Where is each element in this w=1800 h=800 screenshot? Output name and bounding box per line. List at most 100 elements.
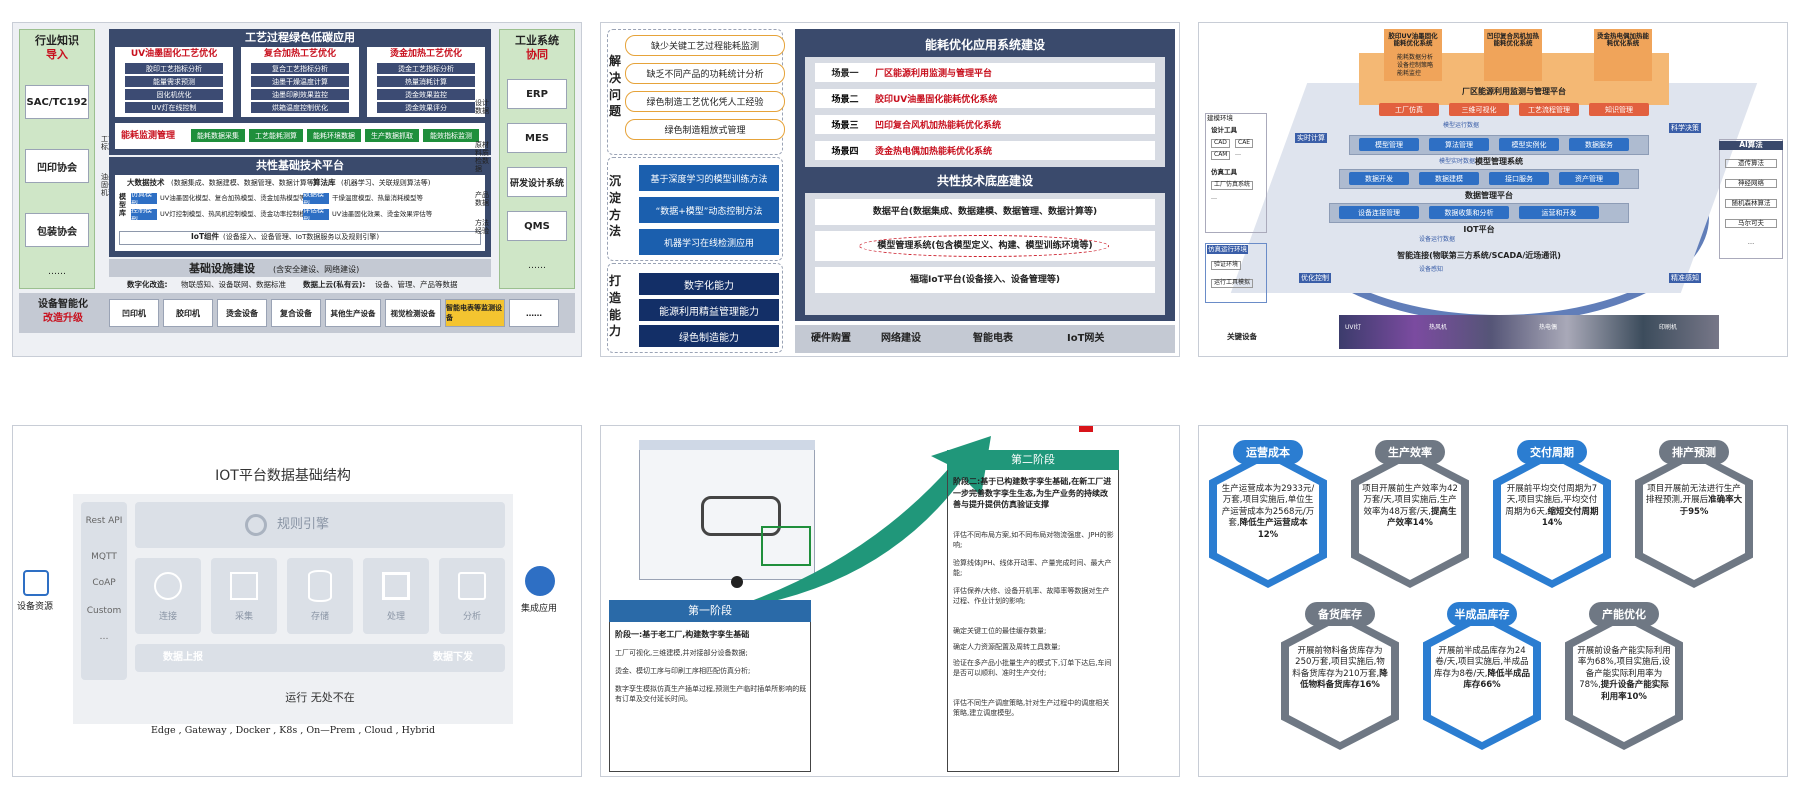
algo-desc: (机器学习、关联规则算法等) [341, 179, 431, 187]
algo-label: 算法库 [313, 178, 336, 187]
device-resource-icon [23, 570, 49, 596]
data-platform: 数据平台(数据集成、数据建模、数据管理、数据计算等) [815, 199, 1155, 225]
scene-row: 场景二胶印UV油墨固化能耗优化系统 [815, 89, 1155, 108]
model-desc: UV灯控制模型、热风机控制模型、烫金功率控制模型等 [160, 210, 319, 218]
infra-label: 基础设施建设 [189, 262, 255, 275]
top-sub: 能耗数据分析 [1397, 54, 1434, 61]
device-resource-label: 设备资源 [17, 602, 54, 612]
capability-item: 绿色制造能力 [639, 325, 779, 347]
iot-item: 数据收集和分析 [1429, 206, 1509, 219]
side-label-right: 设计数据 [475, 99, 489, 116]
model-tag: 数据模型 [303, 190, 329, 208]
hex-highlight: 准确率大于95% [1679, 495, 1743, 517]
data-item: 接口服务 [1489, 172, 1549, 185]
hex-desc: 开展前设备产能实际利用率为68%,项目实施后,设备产能实际利用率为78%, [1577, 646, 1671, 691]
device-title: 设备智能化 [38, 299, 88, 310]
sim-item: … [1211, 194, 1217, 201]
hex-highlight: 降低物料备货库存16% [1300, 668, 1388, 691]
device-name: 热风机 [1429, 324, 1448, 331]
hex-desc: 项目开展前生产效率为42万套/天,项目实施后,生产效率为48万套/天, [1362, 484, 1458, 517]
hex-inner [1359, 458, 1461, 580]
sim-item: 工厂仿真系统 [1211, 181, 1254, 190]
capability-item: 数字化能力 [639, 273, 779, 295]
cloud-desc: 设备、管理、产品等数据 [375, 280, 458, 289]
panel-solution: 解决问题 沉淀方法 打造能力 缺少关键工艺过程能耗监测 缺乏不同产品的功耗统计分… [600, 22, 1180, 357]
hex-inner [1643, 458, 1745, 580]
hex-text: 项目开展前生产效率为42万套/天,项目实施后,生产效率为48万套/天,提高生产效… [1361, 484, 1459, 530]
hardware-item: 智能电表 [973, 333, 1013, 344]
integration-label: 集成应用 [521, 604, 558, 614]
app-title: 能耗优化应用系统建设 [924, 38, 1045, 52]
model-item: 数据服务 [1569, 138, 1629, 151]
ops-item: 验证环境 [1211, 261, 1242, 270]
iot-item: 运营和开发 [1519, 206, 1599, 219]
iot-label: IoT组件 [191, 232, 220, 241]
col2-title: 复合加热工艺优化 [263, 49, 336, 59]
arrow-label: 精准感知 [1669, 273, 1701, 284]
device-name: 热电偶 [1539, 324, 1558, 331]
chart-icon [458, 572, 486, 600]
scene-key: 场景四 [831, 147, 859, 157]
top-sub: 设备控制策略 [1397, 62, 1434, 69]
method-item: “数据+模型”动态控制方法 [639, 197, 779, 223]
hardware-item: 网络建设 [881, 333, 921, 344]
infra-bar [109, 259, 491, 277]
energy-item: 工艺能耗测算 [249, 129, 303, 142]
digital-desc: 物联感知、设备联网、数据标准 [181, 280, 286, 289]
protocol: … [99, 632, 109, 642]
col2-item: 油墨干燥温度计算 [251, 76, 349, 87]
hex-title: 产能优化 [1589, 602, 1659, 626]
run-everywhere: 运行 无处不在 [285, 691, 355, 704]
hex-desc: 开展前平均交付周期为7天,项目实施后,平均交付周期为6天, [1505, 484, 1598, 517]
data-item: 数据开发 [1349, 172, 1409, 185]
right-title: 工业系统 [515, 34, 559, 47]
right-column [499, 29, 575, 289]
plant-title: 厂区能源利用监测与管理平台 [1462, 87, 1566, 96]
upload-label: 数据上报 [163, 652, 203, 663]
model-item: 模型实例化 [1499, 138, 1559, 151]
device-item: 复合设备 [271, 299, 321, 327]
iot-structure-title: IOT平台数据基础结构 [215, 468, 351, 484]
plant-item: 知识管理 [1589, 103, 1649, 116]
right-item: 研发设计系统 [507, 167, 567, 197]
runner-icon [731, 576, 743, 588]
device-subtitle: 改造升级 [43, 313, 83, 324]
iot-item: 设备连接管理 [1339, 206, 1419, 219]
hex-desc: 项目开展前无法进行生产排程预测,开展后 [1645, 484, 1741, 506]
col3-title: 烫金加热工艺优化 [389, 49, 462, 59]
hex-text: 开展前平均交付周期为7天,项目实施后,平均交付周期为6天,缩短交付周期14% [1503, 484, 1601, 530]
col2-item: 油墨印刷效果监控 [251, 89, 349, 100]
model-tag: 仿真模型 [131, 190, 157, 208]
result-hex: 产能优化开展前设备产能实际利用率为68%,项目实施后,设备产能实际利用率为78%… [1565, 602, 1683, 762]
hex-highlight: 降低半成品库存66% [1463, 668, 1530, 691]
common-title: 共性基础技术平台 [256, 159, 344, 172]
arrow-label: 实时计算 [1295, 133, 1327, 144]
model-desc: 干燥温度模型、热量消耗模型等 [332, 194, 423, 202]
energy-item: 生产数据抓取 [365, 129, 419, 142]
problem-item: 缺少关键工艺过程能耗监测 [625, 35, 785, 56]
flag-icon [1079, 426, 1093, 432]
energy-item: 能效指标监测 [423, 129, 479, 142]
model-lib: 模型库 [119, 193, 126, 218]
scene-key: 场景二 [831, 95, 859, 105]
ai-item: 神经网络 [1725, 179, 1777, 189]
energy-label: 能耗监测管理 [121, 131, 176, 141]
hardware-item: IoT网关 [1067, 333, 1105, 344]
stage2-item: 评估不同生产调度策略,针对生产过程中的调度相关策略,建立调度模型。 [953, 699, 1110, 718]
problem-item: 缺乏不同产品的功耗统计分析 [625, 63, 785, 84]
chip-icon [382, 572, 410, 600]
stage2-item: 评估保养/大修、设备开机率、故障率等数据对生产过程、作业计划的影响; [953, 587, 1110, 606]
model-desc: UV油墨固化模型、复合加热模型、烫金加热模型等 [160, 194, 306, 202]
device-item: …… [509, 299, 559, 327]
module-label: 连接 [158, 612, 177, 622]
ai-item: 随机森林算法 [1725, 199, 1777, 209]
data-platform-label: 数据管理平台 [1465, 191, 1513, 200]
mid-label: 设备感知 [1419, 266, 1444, 273]
env-list: Edge , Gateway , Docker , K8s , On—Prem … [150, 725, 436, 736]
protocol: MQTT [91, 552, 117, 562]
ai-item: 马尔可夫 [1725, 219, 1777, 229]
mid-label: 模型实时数据 [1439, 158, 1476, 165]
stage1-item: 烫金、模切工序与印刷工序相匹配仿真分析; [615, 667, 751, 675]
panel-results: 运营成本生产运营成本为2933元/万套,项目实施后,单位生产运营成本为2568元… [1198, 425, 1788, 777]
right-item: …… [528, 261, 546, 271]
